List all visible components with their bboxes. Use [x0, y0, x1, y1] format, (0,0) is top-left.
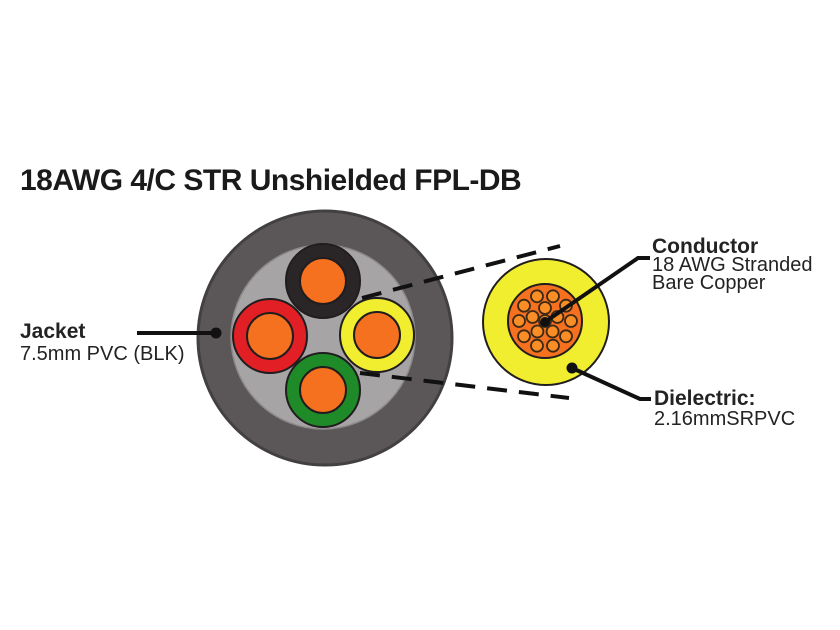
copper-strands: [512, 289, 578, 353]
conductor-yellow: [339, 297, 415, 373]
dielectric-label: Dielectric: 2.16mmSRPVC: [654, 387, 796, 430]
copper-strand: [530, 324, 545, 339]
copper-core: [246, 312, 294, 360]
copper-strand: [517, 298, 531, 313]
copper-strand: [525, 310, 540, 324]
copper-strand: [546, 289, 560, 304]
copper-strand: [538, 301, 552, 315]
jacket-label: Jacket 7.5mm PVC (BLK): [20, 320, 185, 365]
jacket-anchor-dot: [210, 327, 222, 339]
conductor-label-description-2: Bare Copper: [652, 272, 766, 294]
cable-cross-section: [196, 209, 454, 467]
dielectric-label-title: Dielectric:: [654, 387, 756, 410]
conductor-red: [232, 298, 308, 374]
copper-core: [299, 257, 347, 305]
copper-strand: [530, 338, 544, 353]
page-title: 18AWG 4/C STR Unshielded FPL-DB: [20, 164, 522, 197]
conductor-label-title: Conductor: [652, 235, 759, 258]
conductor-green: [285, 352, 361, 428]
zoom-cone-top-dash: [361, 244, 561, 300]
copper-core: [353, 311, 401, 359]
copper-strand: [564, 314, 578, 328]
dielectric-leader-line: [571, 366, 651, 401]
copper-strand: [546, 338, 560, 353]
copper-strand: [545, 324, 560, 339]
copper-strand: [530, 289, 544, 304]
conductor-leader-line: [543, 256, 650, 324]
copper-core: [299, 366, 347, 414]
dielectric-label-description: 2.16mmSRPVC: [654, 408, 796, 430]
conductor-label: Conductor 18 AWG Stranded Bare Copper: [652, 235, 813, 294]
jacket-label-description: 7.5mm PVC (BLK): [20, 343, 185, 365]
copper-strand: [512, 314, 526, 328]
copper-strand: [559, 329, 573, 344]
copper-strand: [517, 329, 531, 344]
conductor-black: [285, 243, 361, 319]
zoom-cone-bottom-dash: [359, 371, 570, 400]
jacket-label-title: Jacket: [20, 320, 86, 343]
conductor-label-description-1: 18 AWG Stranded: [652, 254, 813, 276]
